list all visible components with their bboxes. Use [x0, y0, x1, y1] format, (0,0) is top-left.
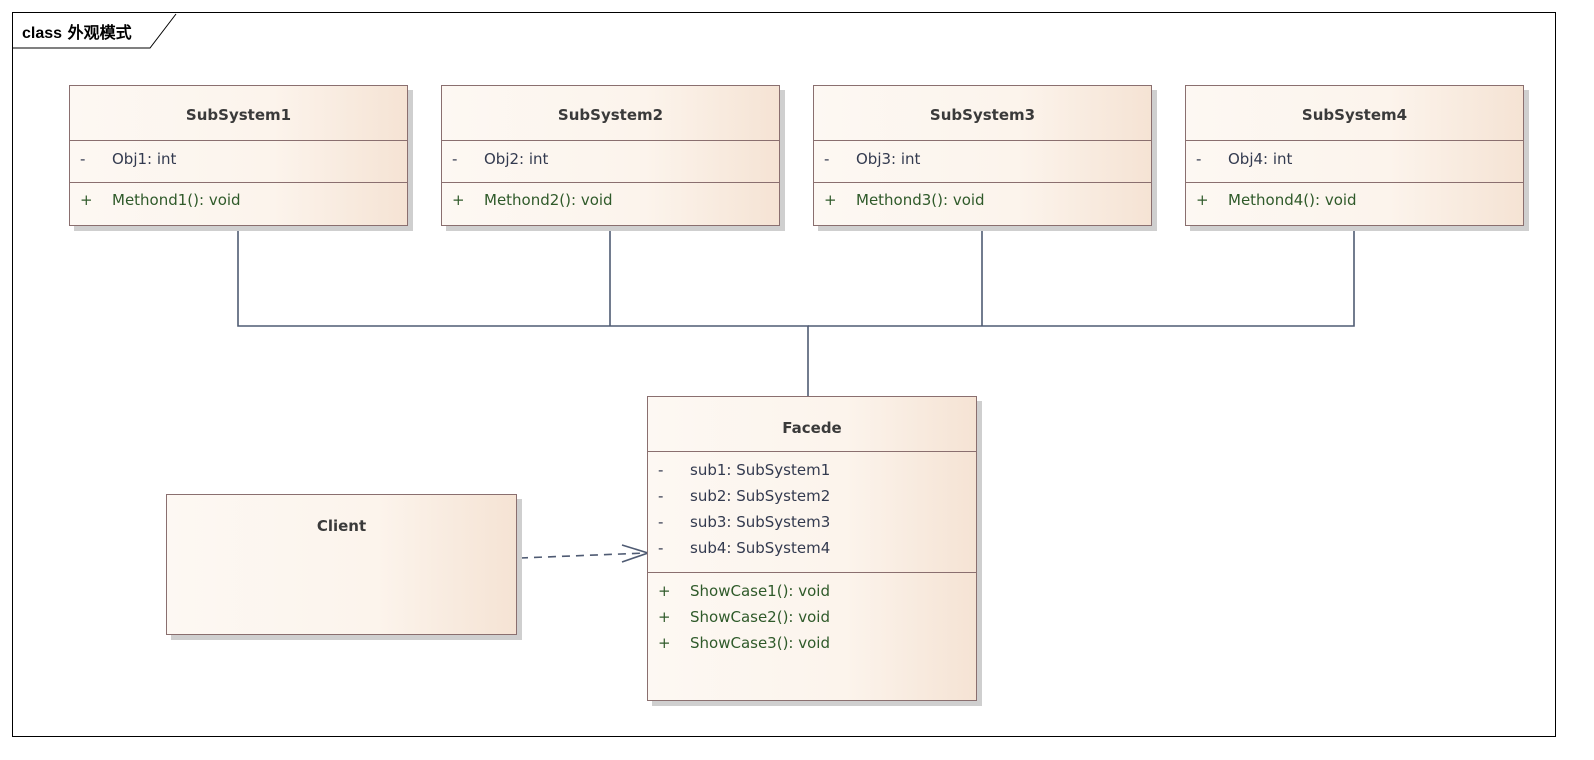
operation-row: + Methond2(): void	[442, 191, 779, 216]
class-subsystem4[interactable]: SubSystem4 - Obj4: int + Methond4(): voi…	[1185, 85, 1524, 226]
class-name: SubSystem3	[929, 106, 1036, 124]
attributes-section: - sub1: SubSystem1 - sub2: SubSystem2 - …	[648, 451, 976, 572]
attributes-section: - Obj4: int	[1186, 140, 1523, 182]
operation-text: ShowCase1(): void	[690, 582, 830, 600]
dependency-client-facede	[519, 552, 647, 559]
operation-row: + Methond4(): void	[1186, 191, 1523, 216]
class-subsystem2[interactable]: SubSystem2 - Obj2: int + Methond2(): voi…	[441, 85, 780, 226]
visibility-marker: -	[658, 487, 664, 505]
class-name: Client	[316, 517, 367, 535]
class-name: SubSystem4	[1301, 106, 1408, 124]
visibility-marker: -	[658, 513, 664, 531]
operation-text: ShowCase3(): void	[690, 634, 830, 652]
visibility-marker: -	[658, 461, 664, 479]
class-subsystem1[interactable]: SubSystem1 - Obj1: int + Methond1(): voi…	[69, 85, 408, 226]
visibility-marker: -	[658, 539, 664, 557]
class-subsystem3[interactable]: SubSystem3 - Obj3: int + Methond3(): voi…	[813, 85, 1152, 226]
operation-row: + ShowCase3(): void	[648, 634, 976, 659]
diagram-frame	[12, 12, 1556, 737]
attribute-text: sub4: SubSystem4	[690, 539, 831, 557]
operation-text: ShowCase2(): void	[690, 608, 830, 626]
class-name: Facede	[782, 419, 842, 437]
frame-name: 外观模式	[67, 23, 132, 42]
attribute-text: sub2: SubSystem2	[690, 487, 831, 505]
association-subsystem1-facede	[237, 226, 809, 396]
operation-text: Methond2(): void	[484, 191, 613, 209]
operation-row: + Methond1(): void	[70, 191, 407, 216]
association-subsystem4-facede	[808, 226, 1355, 327]
attributes-section: - Obj3: int	[814, 140, 1151, 182]
visibility-marker: -	[452, 150, 458, 168]
class-facede[interactable]: Facede - sub1: SubSystem1 - sub2: SubSys…	[647, 396, 977, 701]
frame-keyword: class	[22, 25, 63, 42]
attribute-text: Obj3: int	[856, 150, 921, 168]
visibility-marker: -	[1196, 150, 1202, 168]
operation-row: + Methond3(): void	[814, 191, 1151, 216]
operation-text: Methond3(): void	[856, 191, 985, 209]
attributes-section: - Obj1: int	[70, 140, 407, 182]
attribute-row: - Obj2: int	[442, 150, 779, 175]
attribute-row: - Obj4: int	[1186, 150, 1523, 175]
visibility-marker: -	[824, 150, 830, 168]
visibility-marker: +	[658, 582, 671, 600]
class-client[interactable]: Client	[166, 494, 517, 635]
operations-section: + Methond4(): void	[1186, 182, 1523, 225]
attribute-row: - sub4: SubSystem4	[648, 539, 976, 564]
visibility-marker: +	[1196, 191, 1209, 209]
visibility-marker: +	[824, 191, 837, 209]
class-name: SubSystem2	[557, 106, 664, 124]
visibility-marker: -	[80, 150, 86, 168]
visibility-marker: +	[80, 191, 93, 209]
operation-row: + ShowCase1(): void	[648, 582, 976, 607]
attribute-row: - sub2: SubSystem2	[648, 487, 976, 512]
attribute-text: sub3: SubSystem3	[690, 513, 831, 531]
visibility-marker: +	[452, 191, 465, 209]
visibility-marker: +	[658, 634, 671, 652]
operations-section: + Methond2(): void	[442, 182, 779, 225]
attributes-section: - Obj2: int	[442, 140, 779, 182]
attribute-row: - Obj1: int	[70, 150, 407, 175]
frame-title: class 外观模式	[22, 19, 132, 43]
operation-text: Methond1(): void	[112, 191, 241, 209]
attribute-text: Obj2: int	[484, 150, 549, 168]
operations-section: + Methond1(): void	[70, 182, 407, 225]
attribute-row: - Obj3: int	[814, 150, 1151, 175]
frame-tab	[12, 13, 177, 49]
visibility-marker: +	[658, 608, 671, 626]
attribute-text: sub1: SubSystem1	[690, 461, 831, 479]
attribute-row: - sub1: SubSystem1	[648, 461, 976, 486]
attribute-text: Obj1: int	[112, 150, 177, 168]
operations-section: + ShowCase1(): void + ShowCase2(): void …	[648, 572, 976, 701]
operation-text: Methond4(): void	[1228, 191, 1357, 209]
attribute-row: - sub3: SubSystem3	[648, 513, 976, 538]
operations-section: + Methond3(): void	[814, 182, 1151, 225]
class-name: SubSystem1	[185, 106, 292, 124]
operation-row: + ShowCase2(): void	[648, 608, 976, 633]
attribute-text: Obj4: int	[1228, 150, 1293, 168]
